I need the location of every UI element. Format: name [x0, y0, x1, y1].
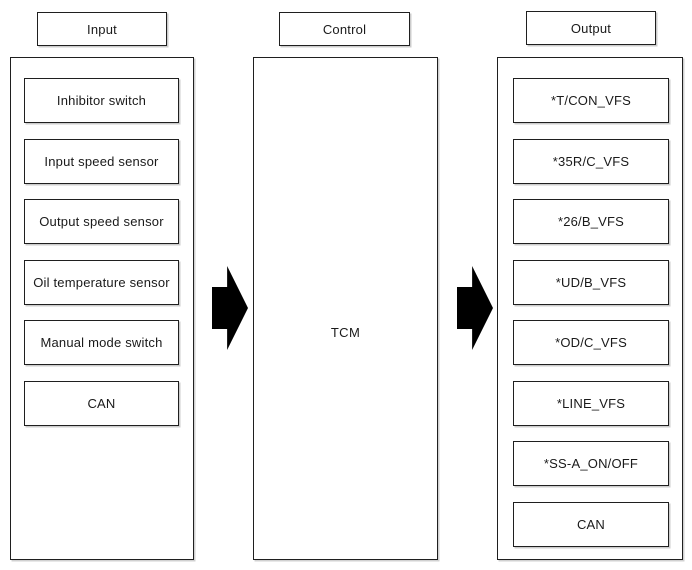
input-item-box: Oil temperature sensor [24, 259, 179, 305]
output-item-box: *35R/C_VFS [513, 138, 669, 184]
input-item-box: CAN [24, 380, 179, 426]
control-group-box: TCM [253, 57, 438, 560]
input-item-box: Inhibitor switch [24, 78, 179, 123]
input-group-box: Inhibitor switch Input speed sensor Outp… [10, 57, 194, 560]
output-group-box: *T/CON_VFS *35R/C_VFS *26/B_VFS *UD/B_VF… [497, 57, 683, 560]
input-item-box: Output speed sensor [24, 199, 179, 244]
output-item-box: *UD/B_VFS [513, 259, 669, 305]
output-column-header: Output [526, 11, 656, 45]
output-item-box: CAN [513, 501, 669, 547]
tcm-label: TCM [330, 325, 361, 340]
output-item-box: *LINE_VFS [513, 380, 669, 426]
output-item-box: *OD/C_VFS [513, 320, 669, 365]
input-item-box: Manual mode switch [24, 320, 179, 365]
output-item-box: *26/B_VFS [513, 199, 669, 244]
output-item-list: *T/CON_VFS *35R/C_VFS *26/B_VFS *UD/B_VF… [513, 78, 669, 547]
input-item-box: Input speed sensor [24, 138, 179, 184]
input-column-header: Input [37, 12, 167, 46]
output-item-box: *SS-A_ON/OFF [513, 441, 669, 486]
control-column-header: Control [279, 12, 410, 46]
control-to-output-arrow-icon [457, 266, 493, 350]
input-to-control-arrow-icon [212, 266, 248, 350]
output-item-box: *T/CON_VFS [513, 78, 669, 123]
input-item-list: Inhibitor switch Input speed sensor Outp… [24, 78, 179, 426]
